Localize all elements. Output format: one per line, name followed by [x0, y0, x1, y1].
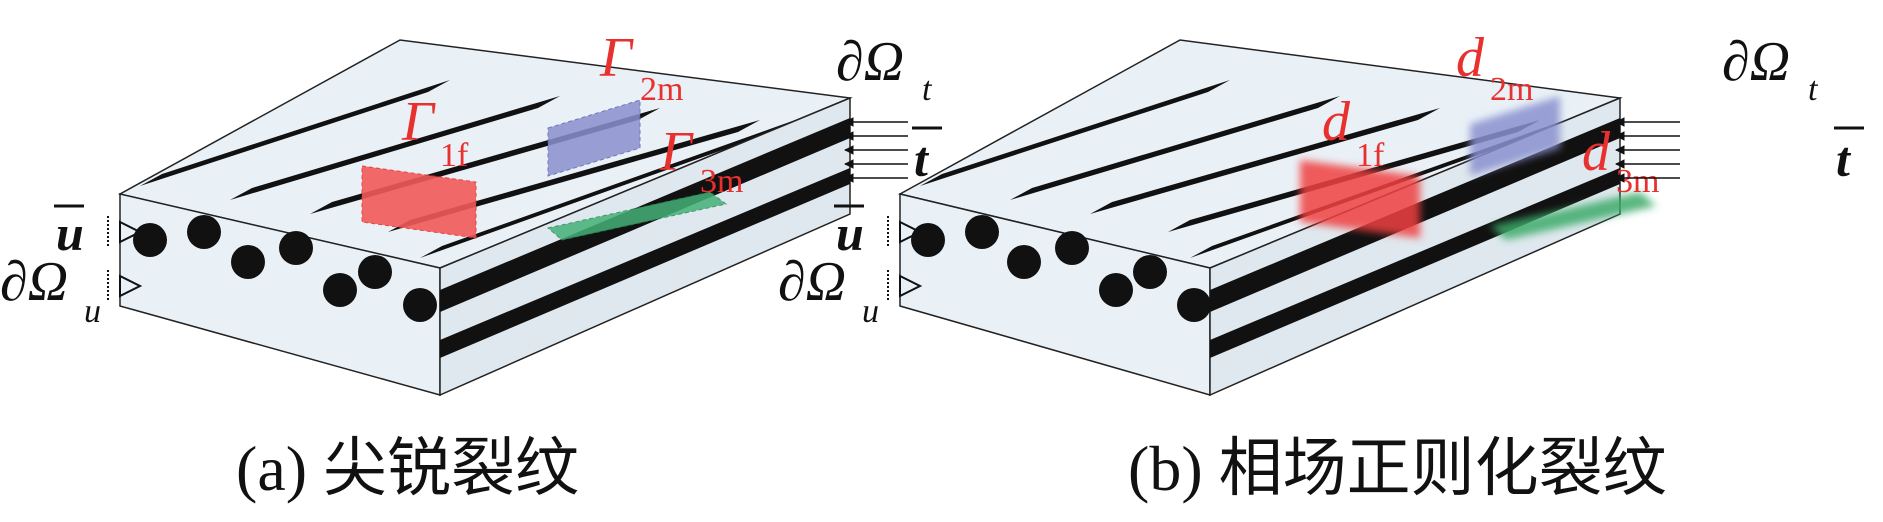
crack-2m-subscript-a: 2m — [640, 71, 683, 108]
cracks-a — [361, 99, 728, 241]
crack-2m-a — [547, 99, 641, 177]
traction-arrows-b — [1615, 117, 1680, 183]
traction-symbol-a: t — [914, 131, 930, 187]
panel-a: Γ 1f Γ 2m Γ 3m ∂Ω t t — [0, 27, 942, 504]
caption-a: (a) 尖锐裂纹 — [236, 433, 579, 504]
crack-1f-symbol-a: Γ — [401, 91, 436, 153]
boundary-t-subscript-b: t — [1808, 71, 1819, 108]
panel-b: d 1f d 2m d 3m ∂Ω t t u — [778, 27, 1864, 504]
crack-3m-subscript-a: 3m — [700, 163, 743, 200]
crack-2m-b — [1470, 96, 1560, 176]
support-label-a: u ∂Ω u — [0, 204, 101, 330]
displacement-symbol-b: u — [836, 205, 864, 261]
crack-1f-b — [1300, 160, 1420, 238]
supports-b — [887, 216, 923, 302]
crack-3m-symbol-a: Γ — [659, 121, 694, 183]
crack-1f-subscript-a: 1f — [440, 137, 469, 174]
caption-b: (b) 相场正则化裂纹 — [1128, 433, 1667, 504]
crack-3m-b — [1490, 192, 1656, 240]
crack-3m-symbol-b: d — [1582, 121, 1611, 183]
traction-symbol-b: t — [1836, 131, 1852, 187]
crack-1f-symbol-b: d — [1322, 91, 1351, 153]
crack-labels-a: Γ 1f Γ 2m Γ 3m — [401, 27, 743, 200]
load-label-b: ∂Ω t t — [1722, 31, 1864, 187]
cracks-b — [1300, 96, 1656, 240]
laminate-block-a — [117, 39, 853, 397]
displacement-symbol-a: u — [56, 205, 84, 261]
load-label-a: ∂Ω t t — [836, 31, 942, 187]
crack-2m-symbol-b: d — [1456, 27, 1485, 89]
crack-1f-a — [361, 165, 477, 239]
crack-2m-symbol-a: Γ — [599, 27, 634, 89]
boundary-t-symbol-a: ∂Ω — [836, 31, 904, 93]
crack-1f-subscript-b: 1f — [1356, 137, 1385, 174]
boundary-u-subscript-a: u — [84, 293, 101, 330]
crack-3m-subscript-b: 3m — [1616, 163, 1659, 200]
support-label-b: u ∂Ω u — [778, 204, 879, 330]
crack-labels-b: d 1f d 2m d 3m — [1322, 27, 1659, 200]
front-face-fibers-a — [133, 215, 437, 322]
boundary-t-subscript-a: t — [922, 71, 933, 108]
boundary-t-symbol-b: ∂Ω — [1722, 31, 1790, 93]
crack-3m-a — [546, 191, 728, 241]
crack-2m-subscript-b: 2m — [1490, 71, 1533, 108]
supports-a — [107, 216, 143, 302]
boundary-u-symbol-b: ∂Ω — [778, 251, 846, 313]
front-face-fibers-b — [911, 215, 1211, 322]
boundary-u-subscript-b: u — [862, 293, 879, 330]
traction-arrows-a — [844, 117, 908, 183]
boundary-u-symbol-a: ∂Ω — [0, 251, 68, 313]
